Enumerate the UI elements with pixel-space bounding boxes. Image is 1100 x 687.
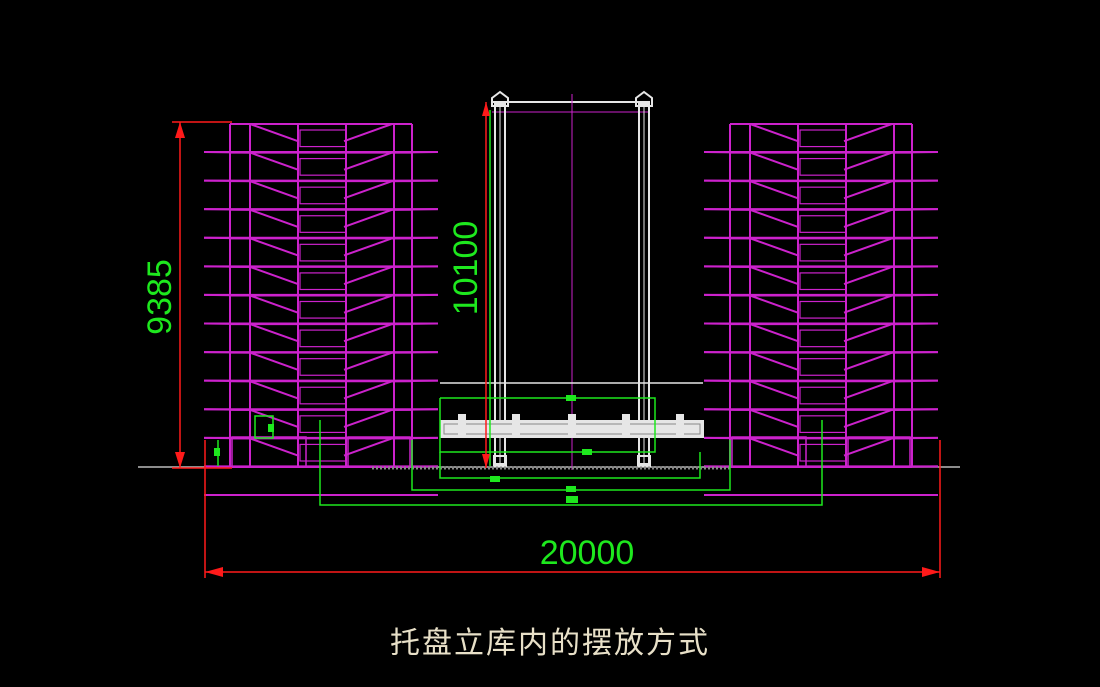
dim-text-rack-height: 9385 [141,259,179,335]
dim-crane-height [482,102,490,468]
rack-left [203,123,439,496]
figure-caption: 托盘立库内的摆放方式 [390,626,710,661]
green-dimension-ticks [214,395,592,503]
rack-right [703,123,939,496]
dim-text-total-width: 20000 [540,534,635,572]
dim-total-width [204,440,941,578]
dim-text-crane-height: 10100 [447,221,485,316]
stacker-crane [372,90,730,470]
dim-rack-height [172,121,232,469]
